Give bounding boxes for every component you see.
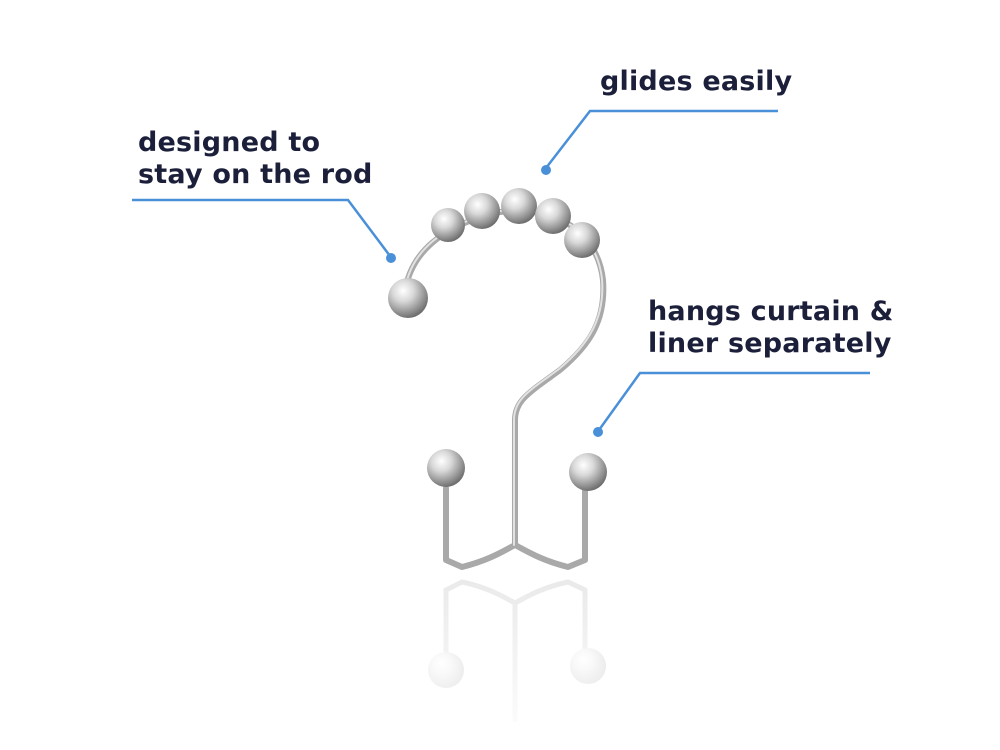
end-ball-left <box>427 449 465 487</box>
end-ball-right <box>569 453 607 491</box>
callout-hangs-line1: hangs curtain & <box>648 296 894 327</box>
callout-glides-line1: glides easily <box>600 66 793 97</box>
leader-hangs <box>597 371 870 431</box>
callout-hangs-line2: liner separately <box>648 328 892 359</box>
leader-glides <box>545 109 778 169</box>
leader-designed <box>132 198 391 257</box>
end-ball-top <box>388 278 428 318</box>
callout-hangs: hangs curtain & liner separately <box>648 296 894 360</box>
leader-designed-dot <box>386 253 396 263</box>
leader-hangs-dot <box>593 427 603 437</box>
hook-wire-highlight <box>404 209 604 546</box>
callout-designed: designed to stay on the rod <box>138 127 373 191</box>
leader-glides-dot <box>541 165 551 175</box>
callout-glides: glides easily <box>600 66 792 98</box>
reflection-fade <box>420 575 620 750</box>
roller-balls <box>431 188 600 258</box>
callout-designed-line1: designed to <box>138 127 321 158</box>
hook-wire <box>402 208 607 570</box>
callout-designed-line2: stay on the rod <box>138 159 373 190</box>
